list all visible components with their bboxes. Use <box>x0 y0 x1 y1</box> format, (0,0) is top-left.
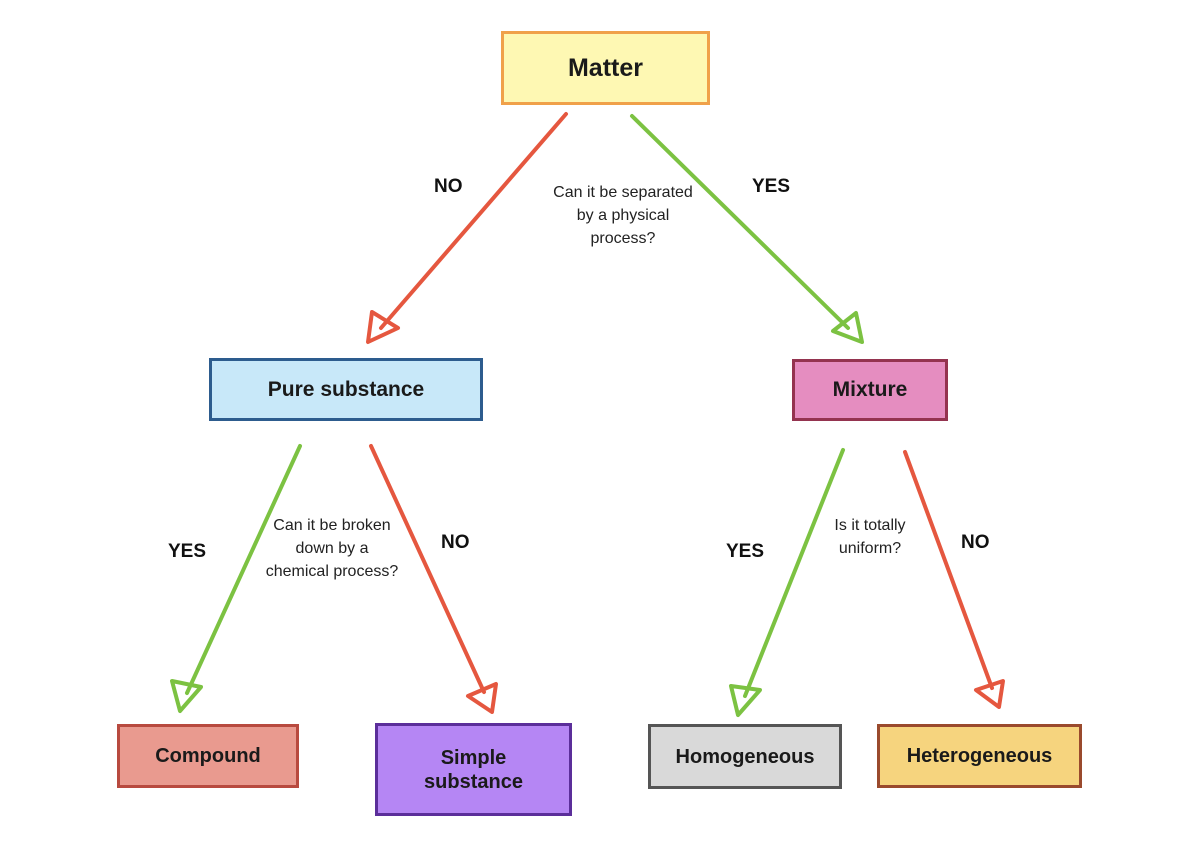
arrow-mixture-to-heterogeneous <box>903 450 1005 709</box>
edge-label-mixture-to-heterogeneous: NO <box>961 532 990 553</box>
edge-label-matter-to-mixture: YES <box>752 176 791 197</box>
question-totally-uniform: Is it totally uniform? <box>834 517 906 558</box>
question-chemical-process: Can it be broken down by a chemical proc… <box>265 517 399 581</box>
arrow-pure-to-compound <box>170 444 302 713</box>
node-homogeneous: Homogeneous <box>648 724 842 789</box>
node-compound-label: Compound <box>155 745 261 767</box>
edge-label-pure-to-compound: YES <box>168 541 207 562</box>
node-pure-substance: Pure substance <box>209 358 483 421</box>
node-mixture: Mixture <box>792 359 948 421</box>
node-simple-substance: Simple substance <box>375 723 572 816</box>
node-matter: Matter <box>501 31 710 105</box>
arrow-pure-to-simple <box>369 444 498 714</box>
node-mixture-label: Mixture <box>832 378 908 402</box>
node-matter-label: Matter <box>567 54 643 82</box>
edge-label-pure-to-simple: NO <box>441 532 470 553</box>
node-simple-substance-label: Simple substance <box>424 746 523 793</box>
arrow-matter-to-pure <box>366 112 568 344</box>
node-heterogeneous: Heterogeneous <box>877 724 1082 788</box>
node-pure-substance-label: Pure substance <box>267 377 425 401</box>
arrow-matter-to-mixture <box>630 114 864 344</box>
edge-label-matter-to-pure: NO <box>434 176 463 197</box>
arrow-mixture-to-homogeneous <box>729 448 845 717</box>
node-compound: Compound <box>117 724 299 788</box>
node-heterogeneous-label: Heterogeneous <box>906 745 1053 767</box>
question-physical-process: Can it be separated by a physical proces… <box>553 184 693 248</box>
node-homogeneous-label: Homogeneous <box>675 745 815 768</box>
edge-label-mixture-to-homogeneous: YES <box>726 541 765 562</box>
